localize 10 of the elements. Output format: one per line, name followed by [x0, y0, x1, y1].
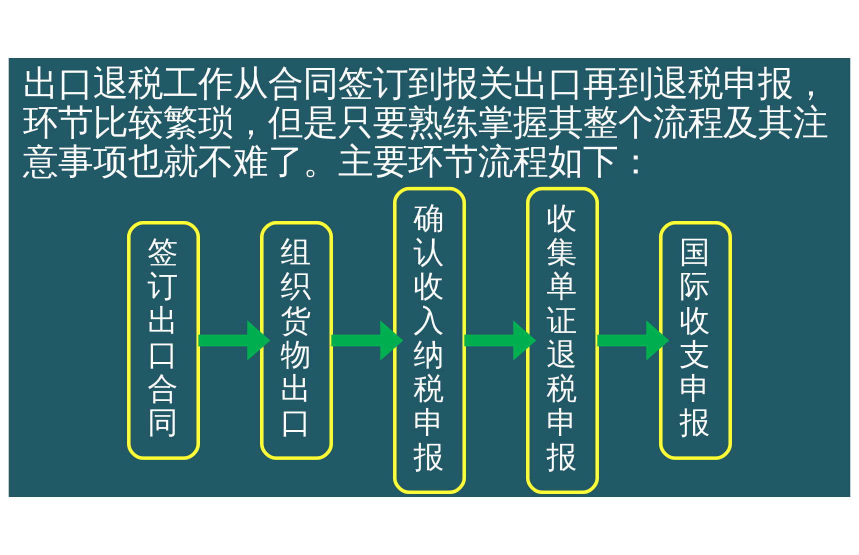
node-box: 国际收支申报	[659, 221, 732, 460]
diagram-title: 出口退税工作从合同签订到报关出口再到退税申报，环节比较繁琐，但是只要熟练掌握其整个流程及其注意事项也就不难了。主要环节流程如下：	[22, 64, 828, 182]
node-box: 确认收入纳税申报	[393, 186, 466, 494]
arrow	[198, 320, 270, 361]
arrow	[331, 320, 404, 361]
arrow	[464, 320, 536, 361]
node-box: 收集单证退税申报	[526, 186, 599, 494]
node-box: 组织货物出口	[260, 221, 333, 460]
arrow	[597, 320, 670, 361]
node-box: 签订出口合同	[127, 221, 200, 460]
